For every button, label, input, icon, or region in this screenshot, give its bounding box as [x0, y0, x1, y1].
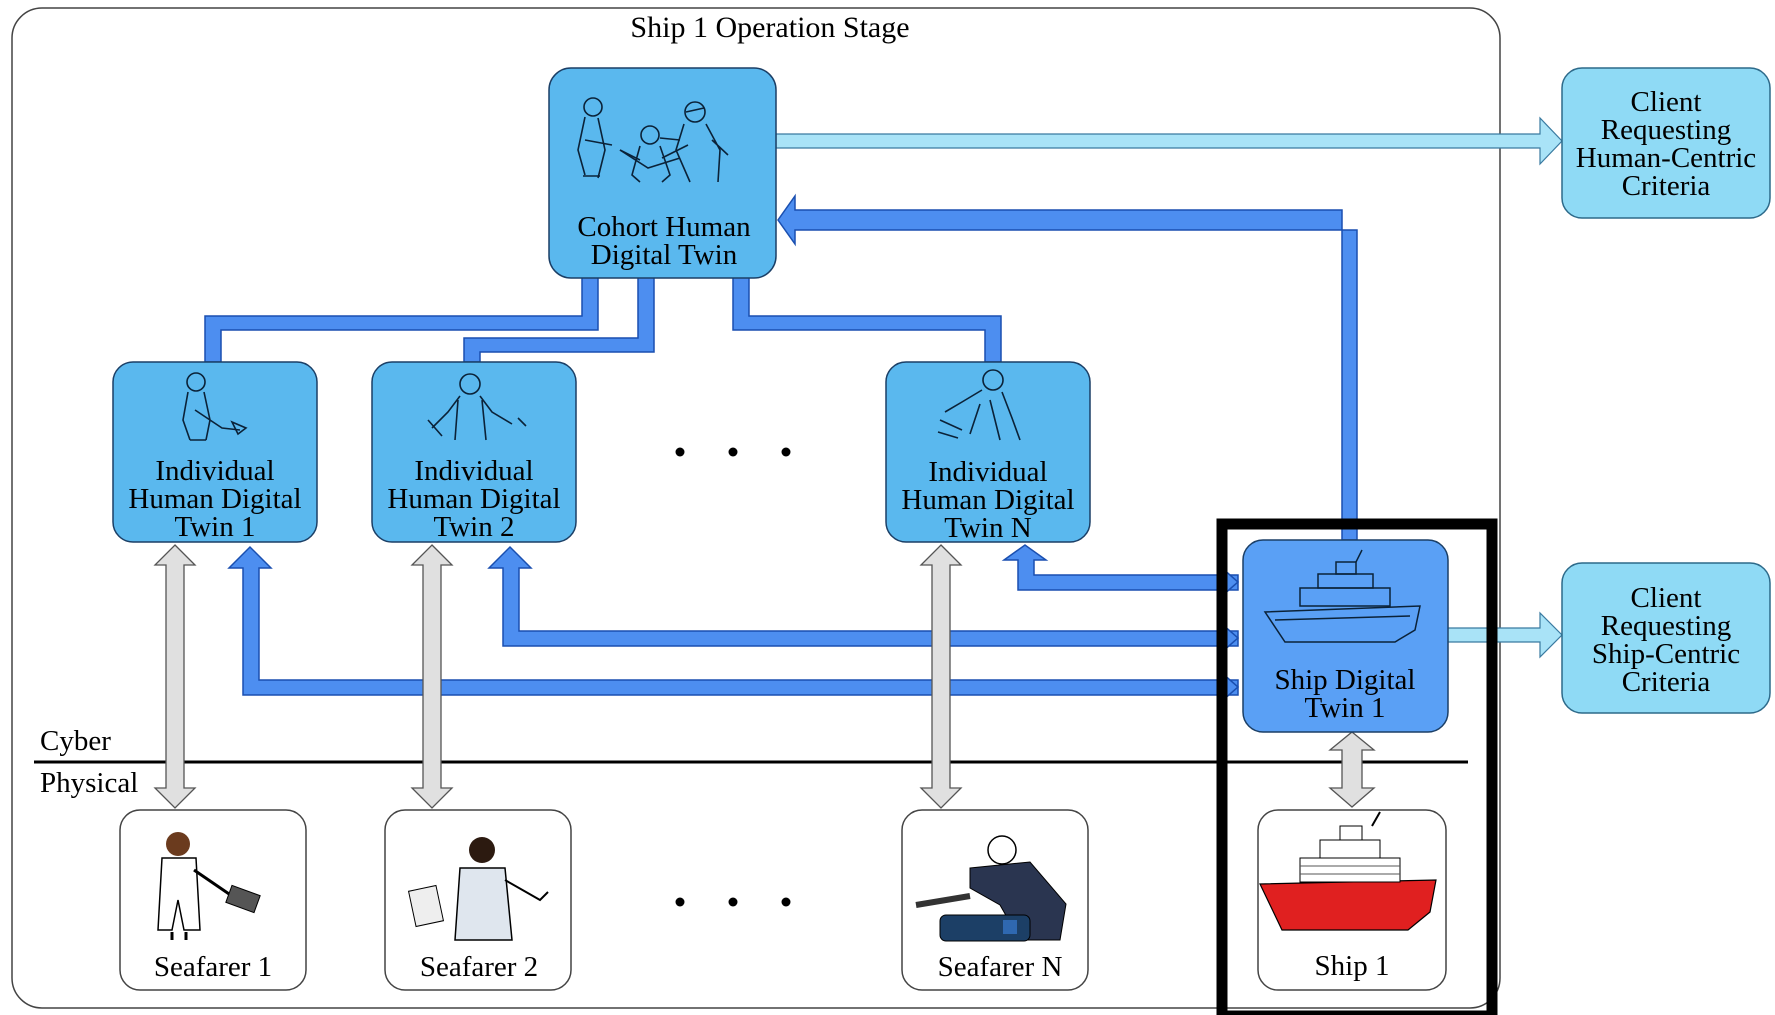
seafarer-N-box: Seafarer N — [901, 809, 1089, 991]
cohort-to-client-arrow — [775, 116, 1563, 166]
individual-2-line1: Individual — [414, 455, 533, 487]
cohort-label-line1: Cohort Human — [577, 211, 751, 243]
seafarer-2-label: Seafarer 2 — [420, 951, 538, 983]
seafarer-icon — [407, 837, 549, 941]
person-icon — [937, 369, 1021, 441]
client-ship-line3: Ship-Centric — [1592, 638, 1740, 670]
cohort-label-line2: Digital Twin — [591, 239, 738, 271]
individual-1-line1: Individual — [155, 455, 274, 487]
seafarer-1-label: Seafarer 1 — [154, 951, 272, 983]
client-ship-line4: Criteria — [1622, 666, 1711, 698]
ship-highlight-frame — [1216, 518, 1498, 1015]
person-icon — [427, 373, 527, 441]
cohort-twin-box: Cohort Human Digital Twin — [548, 67, 777, 279]
ship-to-twin1-arrow — [227, 545, 1240, 703]
ship-to-twinN-arrow — [1001, 544, 1240, 598]
ship-to-twin2-arrow — [487, 545, 1240, 654]
stage-frame — [11, 7, 1501, 1009]
ship-twin-line1: Ship Digital — [1275, 664, 1416, 696]
ellipsis-cyber — [675, 447, 791, 457]
cyber-layer-label: Cyber — [40, 725, 111, 757]
ship1-link-arrow — [1328, 731, 1376, 808]
individual-1-line3: Twin 1 — [175, 511, 256, 543]
client-human-line3: Human-Centric — [1576, 142, 1756, 174]
individual-N-line3: Twin N — [944, 512, 1031, 544]
ship-icon — [1263, 549, 1421, 643]
individual-twin-1-box: Individual Human Digital Twin 1 — [112, 361, 318, 543]
group-of-people-icon — [577, 97, 729, 183]
individual-1-line2: Human Digital — [128, 483, 301, 515]
individual-N-line2: Human Digital — [901, 484, 1074, 516]
physical-layer-label: Physical — [40, 767, 138, 799]
client-human-line4: Criteria — [1622, 170, 1711, 202]
client-ship-centric-box: Client Requesting Ship-Centric Criteria — [1561, 562, 1771, 714]
ship-icon — [1259, 811, 1437, 931]
stage-title: Ship 1 Operation Stage — [630, 11, 909, 44]
seafarer-icon — [157, 832, 261, 940]
seafarer1-link-arrow — [153, 544, 197, 809]
person-icon — [182, 372, 248, 441]
client-human-centric-box: Client Requesting Human-Centric Criteria — [1561, 67, 1771, 219]
seafarer-N-label: Seafarer N — [938, 951, 1063, 983]
ship-to-cohort-arrow — [777, 193, 1358, 541]
ship-1-box: Ship 1 — [1257, 809, 1447, 991]
seafarer-2-box: Seafarer 2 — [384, 809, 572, 991]
individual-twin-2-box: Individual Human Digital Twin 2 — [371, 361, 577, 543]
seafarerN-link-arrow — [919, 544, 963, 809]
seafarer2-link-arrow — [410, 544, 454, 809]
individual-N-line1: Individual — [928, 456, 1047, 488]
ship-digital-twin-box: Ship Digital Twin 1 — [1242, 539, 1449, 733]
individual-2-line2: Human Digital — [387, 483, 560, 515]
seafarer-icon — [915, 835, 1067, 942]
ship-1-label: Ship 1 — [1315, 950, 1390, 982]
individual-2-line3: Twin 2 — [434, 511, 515, 543]
ship-twin-line2: Twin 1 — [1305, 692, 1386, 724]
ship-to-client-arrow — [1441, 611, 1563, 659]
client-human-line1: Client — [1631, 86, 1702, 118]
client-ship-line2: Requesting — [1601, 610, 1732, 642]
ellipsis-physical — [675, 897, 791, 907]
seafarer-1-box: Seafarer 1 — [119, 809, 307, 991]
client-ship-line1: Client — [1631, 582, 1702, 614]
individual-twin-N-box: Individual Human Digital Twin N — [885, 361, 1091, 544]
client-human-line2: Requesting — [1601, 114, 1732, 146]
